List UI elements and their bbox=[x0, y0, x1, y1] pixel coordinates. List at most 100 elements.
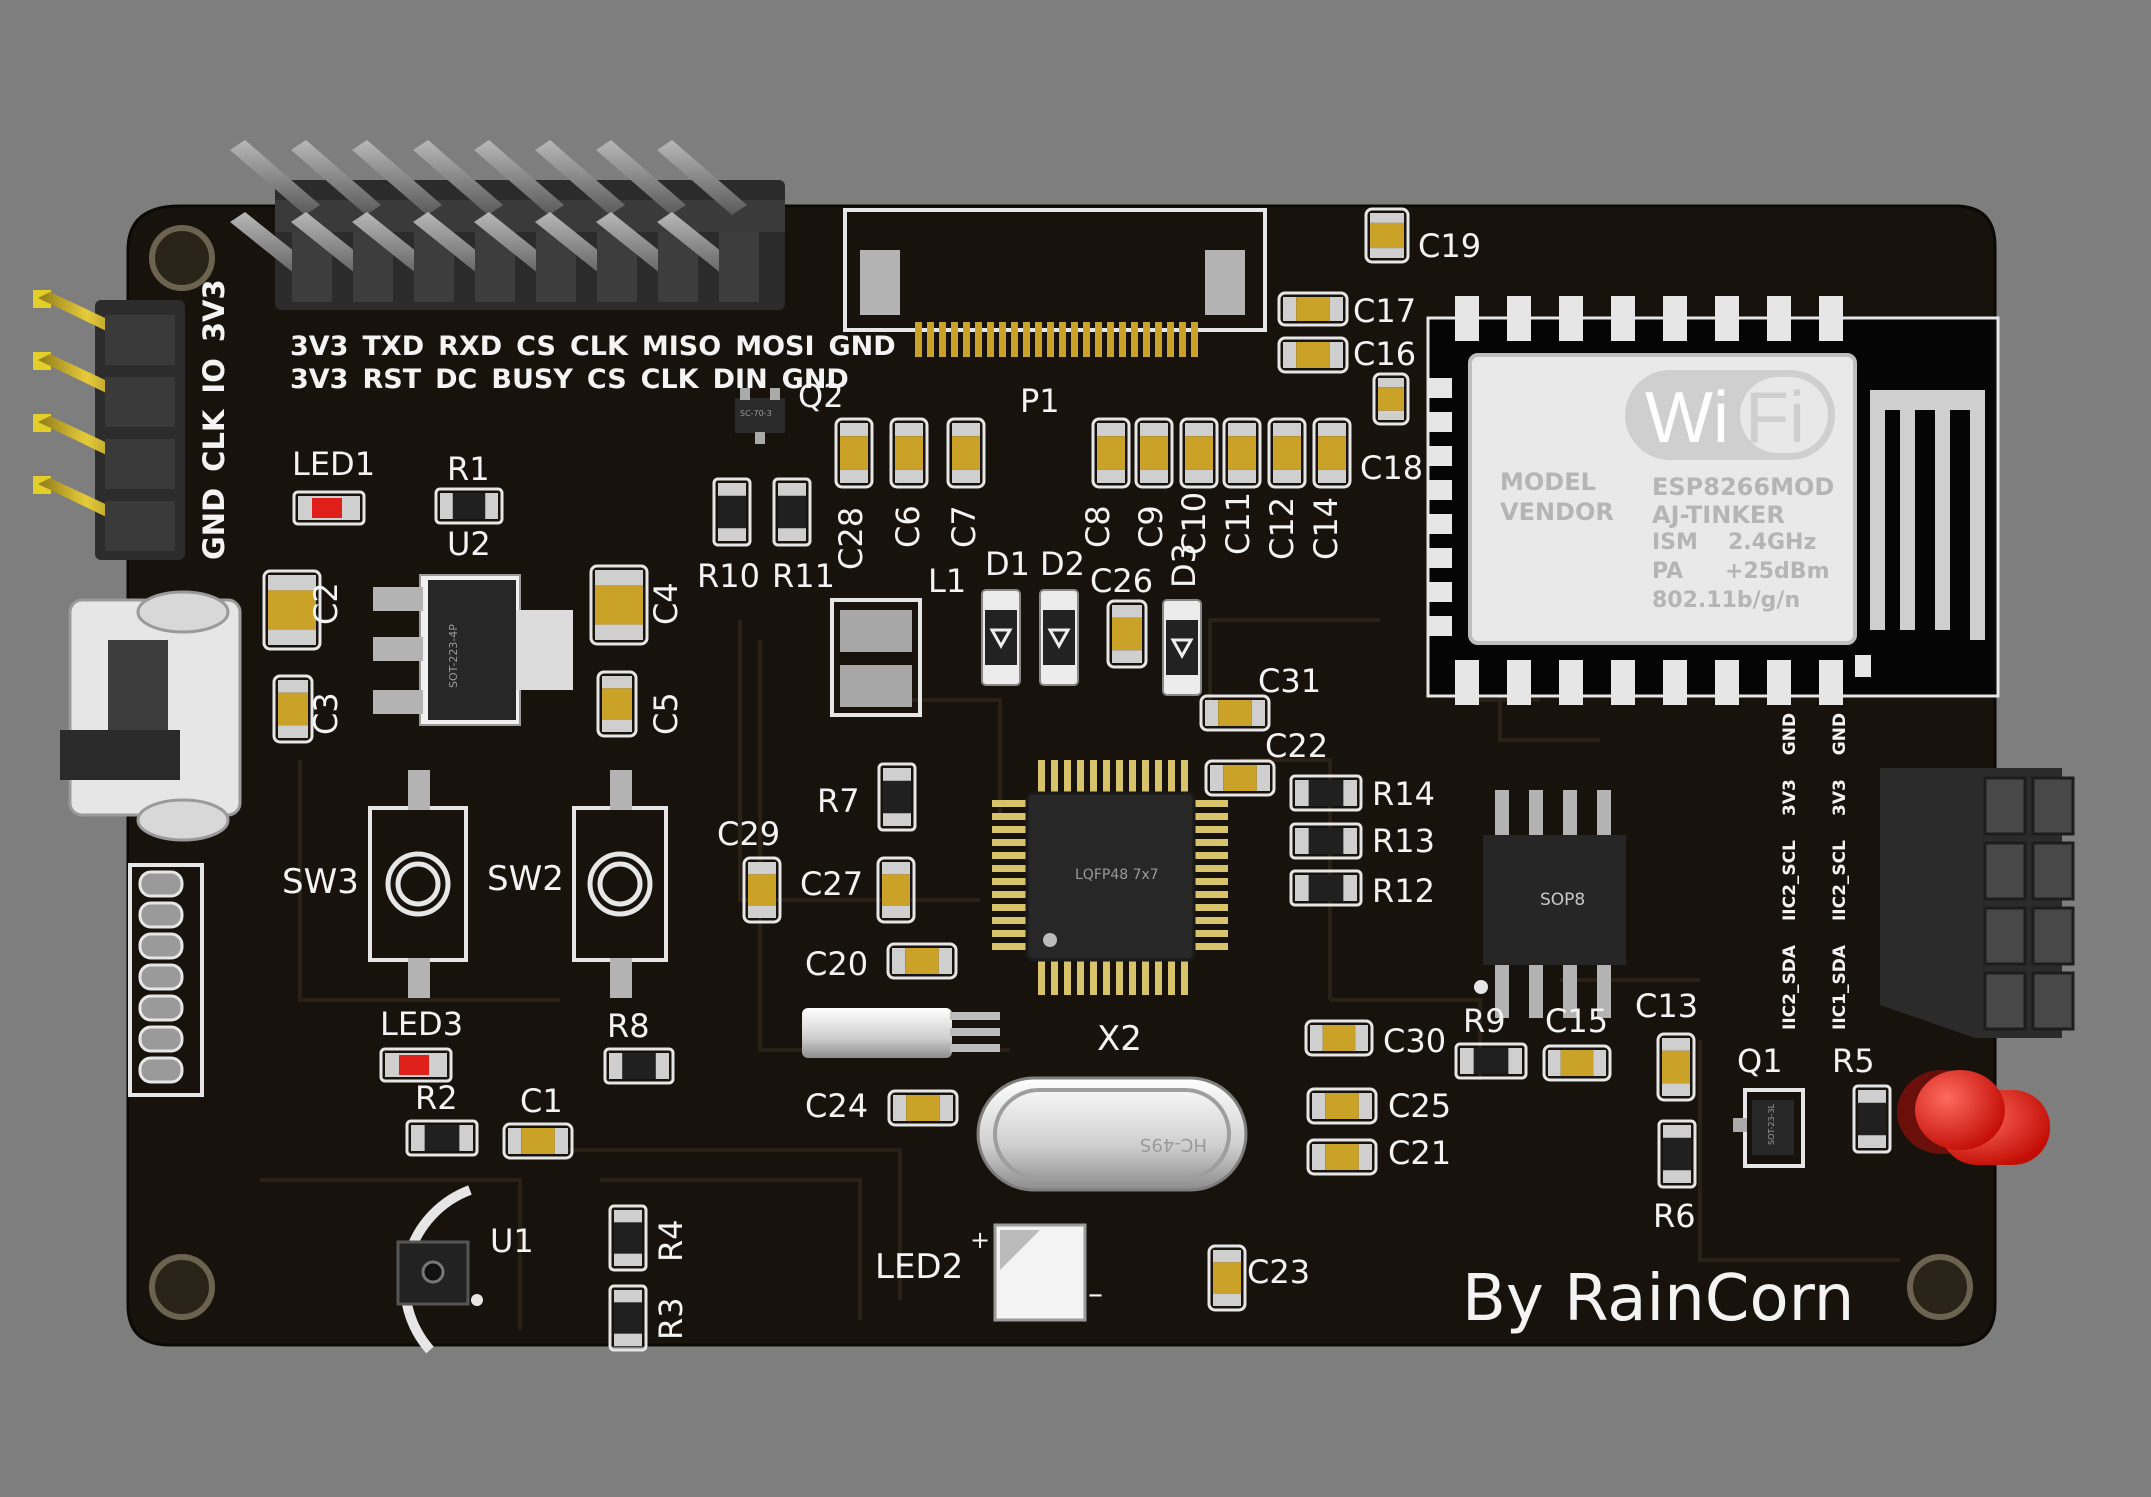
capacitor-c30 bbox=[1322, 1025, 1356, 1051]
capacitor-c24 bbox=[893, 1095, 907, 1121]
mcu-pin bbox=[992, 800, 1030, 807]
slide-switch[interactable] bbox=[60, 590, 242, 842]
resistor-r5 bbox=[1858, 1102, 1886, 1136]
label-c1: C1 bbox=[520, 1082, 563, 1120]
resistor-r9 bbox=[1473, 1048, 1509, 1074]
diode-body bbox=[1043, 610, 1075, 665]
mcu-pin bbox=[1142, 760, 1149, 798]
label-c5: C5 bbox=[647, 692, 685, 735]
fpc-pin bbox=[1095, 322, 1102, 357]
crystal-marking: HC-49S bbox=[1140, 1134, 1207, 1155]
label-r5: R5 bbox=[1832, 1042, 1875, 1080]
mcu-pin bbox=[1190, 904, 1228, 911]
label-x2: X2 bbox=[1097, 1019, 1142, 1059]
capacitor bbox=[1228, 423, 1256, 437]
capacitor-c1 bbox=[502, 1122, 574, 1160]
esp-pad-bottom bbox=[1611, 660, 1635, 705]
red-push-button[interactable] bbox=[1897, 1070, 2050, 1165]
mcu-pin bbox=[992, 865, 1030, 872]
label-r6: R6 bbox=[1653, 1197, 1696, 1235]
edge-pin bbox=[138, 932, 184, 960]
led1 bbox=[292, 490, 366, 526]
capacitor-c2 bbox=[268, 590, 316, 630]
capacitor-c19 bbox=[1370, 248, 1404, 258]
label-sw3: SW3 bbox=[282, 862, 359, 902]
pin-label: CS bbox=[516, 331, 556, 362]
resistor-r3 bbox=[608, 1284, 648, 1352]
label-c6: C6 bbox=[889, 505, 927, 548]
label-r3: R3 bbox=[652, 1297, 690, 1340]
pin-header-2x8 bbox=[230, 140, 785, 310]
resistor-r12 bbox=[1289, 869, 1363, 907]
tactile-switch-sw2[interactable] bbox=[572, 770, 668, 998]
capacitor-c3 bbox=[278, 725, 308, 738]
capacitor bbox=[1091, 417, 1131, 489]
mcu-pin bbox=[1103, 955, 1110, 995]
pin-label: 3V3 bbox=[197, 279, 231, 343]
label-r11: R11 bbox=[772, 557, 835, 595]
wifi-logo-wi: Wi bbox=[1645, 378, 1729, 458]
esp-pad-top bbox=[1455, 296, 1479, 341]
esp-pad-top bbox=[1507, 296, 1531, 341]
socket-cell bbox=[2031, 776, 2075, 836]
capacitor-c5 bbox=[602, 688, 632, 720]
capacitor bbox=[952, 469, 980, 483]
esp-pad-top bbox=[1767, 296, 1791, 341]
capacitor-c22 bbox=[1223, 765, 1257, 791]
label-c31: C31 bbox=[1258, 662, 1322, 700]
pin-label: CLK bbox=[640, 364, 699, 395]
capacitor-c21 bbox=[1325, 1144, 1359, 1170]
mounting-holes bbox=[149, 225, 1973, 1320]
iic-labels-col1: IIC2_SDAIIC2_SCL3V3GND bbox=[1780, 689, 1800, 1030]
header-housing-cell bbox=[105, 377, 175, 427]
diode-body bbox=[1166, 620, 1198, 675]
pin-label: DC bbox=[435, 364, 478, 395]
mcu-pin bbox=[1129, 760, 1136, 798]
capacitor-c26 bbox=[1112, 605, 1142, 618]
label-c22: C22 bbox=[1265, 727, 1329, 765]
socket-cell bbox=[1983, 906, 2027, 966]
label-led3: LED3 bbox=[380, 1005, 464, 1043]
capacitor-c31 bbox=[1205, 700, 1219, 726]
esp-pad-top bbox=[1715, 296, 1739, 341]
mcu-pin bbox=[1190, 917, 1228, 924]
led3 bbox=[399, 1055, 429, 1075]
resistor-r13 bbox=[1289, 822, 1363, 860]
header-pin bbox=[657, 140, 747, 215]
esp-pad-side bbox=[1428, 412, 1452, 432]
wifi-logo-fi: Fi bbox=[1745, 378, 1805, 458]
led2-plus-mark: + bbox=[970, 1226, 991, 1254]
tactile-switch-sw3[interactable] bbox=[368, 770, 468, 998]
pin-label: GND bbox=[1780, 712, 1800, 756]
capacitor-c27 bbox=[882, 905, 910, 918]
transistor-q2 bbox=[735, 388, 785, 444]
female-header-2x4 bbox=[1880, 768, 2075, 1038]
capacitor-c16 bbox=[1283, 342, 1297, 368]
capacitor bbox=[895, 469, 923, 483]
pin-label: GND bbox=[197, 487, 231, 560]
capacitor-c21 bbox=[1358, 1144, 1372, 1170]
capacitor bbox=[1312, 417, 1352, 489]
fpc-pin bbox=[975, 322, 982, 357]
mcu-pin bbox=[992, 826, 1030, 833]
led1 bbox=[312, 498, 342, 518]
label-r2: R2 bbox=[415, 1079, 458, 1117]
capacitor-c17 bbox=[1283, 297, 1297, 321]
capacitor-c25 bbox=[1325, 1093, 1359, 1119]
socket-cell bbox=[1983, 776, 2027, 836]
label-r12: R12 bbox=[1372, 872, 1435, 910]
fpc-pin bbox=[1167, 322, 1174, 357]
label-c27: C27 bbox=[800, 865, 864, 903]
capacitor bbox=[1222, 417, 1262, 489]
label-r7: R7 bbox=[817, 782, 860, 820]
capacitor-c13 bbox=[1656, 1032, 1696, 1102]
capacitor bbox=[1179, 417, 1219, 489]
capacitor-c4 bbox=[595, 624, 643, 640]
edge-connector bbox=[128, 863, 204, 1097]
esp-pad-top bbox=[1663, 296, 1687, 341]
capacitor bbox=[1318, 436, 1346, 470]
resistor-r7 bbox=[877, 762, 917, 832]
capacitor bbox=[1185, 436, 1213, 470]
mcu-pin bbox=[1190, 865, 1228, 872]
esp-pad-side bbox=[1428, 480, 1452, 500]
